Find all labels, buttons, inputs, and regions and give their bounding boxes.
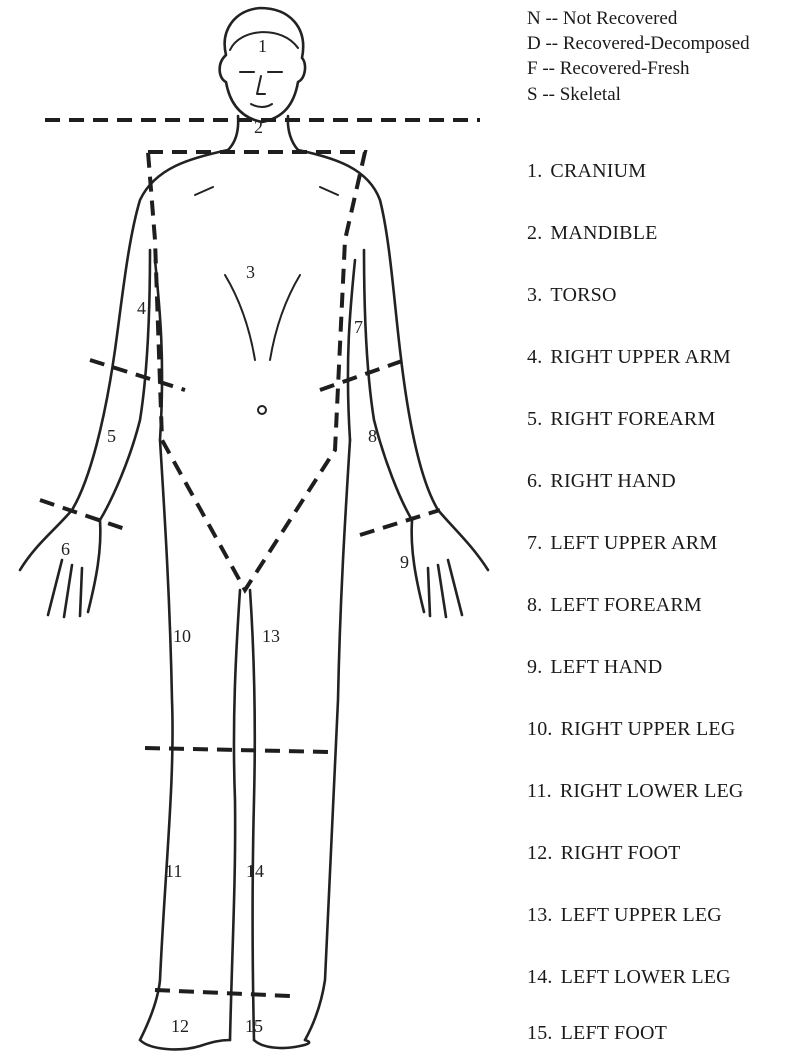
part-number: 4.: [527, 346, 542, 368]
part-list-item: 15. LEFT FOOT: [527, 1022, 667, 1045]
part-number: 7.: [527, 532, 542, 554]
part-label: TORSO: [550, 284, 616, 306]
part-list-item: 5. RIGHT FOREARM: [527, 408, 715, 431]
region-number-12: 12: [171, 1016, 189, 1036]
part-list-item: 6. RIGHT HAND: [527, 470, 676, 493]
inner-legs: [230, 590, 255, 1040]
part-number: 1.: [527, 160, 542, 182]
left-hand: [412, 510, 488, 617]
ankle-cut: [155, 990, 290, 996]
part-label: LEFT FOOT: [561, 1022, 667, 1044]
part-number: 15.: [527, 1022, 553, 1044]
region-number-14: 14: [246, 861, 264, 881]
part-number: 14.: [527, 966, 553, 988]
region-number-15: 15: [245, 1016, 263, 1036]
region-number-4: 4: [137, 298, 146, 318]
part-list-item: 2. MANDIBLE: [527, 222, 658, 245]
legend-item-skeletal: S -- Skeletal: [527, 84, 621, 106]
part-label: LEFT HAND: [550, 656, 662, 678]
part-list-item: 4. RIGHT UPPER ARM: [527, 346, 731, 369]
part-label: RIGHT UPPER LEG: [561, 718, 736, 740]
part-number: 12.: [527, 842, 553, 864]
part-label: RIGHT UPPER ARM: [550, 346, 730, 368]
part-label: RIGHT FOOT: [561, 842, 681, 864]
part-number: 10.: [527, 718, 553, 740]
part-label: LEFT UPPER LEG: [561, 904, 722, 926]
left-elbow-cut: [320, 360, 405, 390]
neck-right: [228, 116, 238, 150]
legend-item-recovered-fresh: F -- Recovered-Fresh: [527, 58, 690, 80]
right-wrist-cut: [40, 500, 128, 530]
left-leg-outer: [305, 440, 350, 1040]
part-list-item: 10. RIGHT UPPER LEG: [527, 718, 735, 741]
region-number-2: 2: [254, 117, 263, 137]
region-number-11: 11: [165, 861, 182, 881]
region-number-9: 9: [400, 552, 409, 572]
part-list-item: 12. RIGHT FOOT: [527, 842, 681, 865]
legend-item-not-recovered: N -- Not Recovered: [527, 8, 677, 30]
right-hand: [20, 510, 100, 617]
part-list-item: 7. LEFT UPPER ARM: [527, 532, 717, 555]
navel: [258, 406, 266, 414]
right-foot: [140, 1040, 230, 1049]
part-label: RIGHT HAND: [550, 470, 676, 492]
left-foot: [254, 1040, 309, 1048]
part-list-item: 14. LEFT LOWER LEG: [527, 966, 731, 989]
part-number: 5.: [527, 408, 542, 430]
right-arm-inner: [100, 250, 150, 520]
chest-detail: [195, 187, 338, 360]
part-label: RIGHT FOREARM: [550, 408, 715, 430]
torso-left-side: [348, 260, 355, 440]
part-number: 2.: [527, 222, 542, 244]
right-shoulder-arm-outer: [72, 150, 228, 510]
part-number: 6.: [527, 470, 542, 492]
region-number-7: 7: [354, 317, 363, 337]
right-leg-outer: [140, 440, 173, 1040]
nose: [257, 76, 265, 94]
region-number-6: 6: [61, 539, 70, 559]
part-label: MANDIBLE: [550, 222, 657, 244]
part-list-item: 11. RIGHT LOWER LEG: [527, 780, 744, 803]
left-shoulder-arm-outer: [298, 150, 438, 510]
part-number: 9.: [527, 656, 542, 678]
legend-item-recovered-decomposed: D -- Recovered-Decomposed: [527, 33, 750, 55]
part-label: LEFT UPPER ARM: [550, 532, 717, 554]
region-number-13: 13: [262, 626, 280, 646]
region-number-3: 3: [246, 262, 255, 282]
part-number: 3.: [527, 284, 542, 306]
part-list-item: 13. LEFT UPPER LEG: [527, 904, 722, 927]
mouth: [251, 104, 272, 107]
part-label: LEFT FOREARM: [550, 594, 702, 616]
part-label: LEFT LOWER LEG: [561, 966, 731, 988]
torso-outline-cut: [148, 152, 365, 590]
left-wrist-cut: [360, 510, 440, 535]
part-list-item: 3. TORSO: [527, 284, 617, 307]
head-outline: [220, 8, 305, 122]
region-number-10: 10: [173, 626, 191, 646]
right-elbow-cut: [90, 360, 185, 390]
part-label: RIGHT LOWER LEG: [560, 780, 744, 802]
part-number: 11.: [527, 780, 552, 802]
part-list-item: 9. LEFT HAND: [527, 656, 662, 679]
region-number-8: 8: [368, 426, 377, 446]
region-number-5: 5: [107, 426, 116, 446]
part-list-item: 8. LEFT FOREARM: [527, 594, 702, 617]
region-number-1: 1: [258, 36, 267, 56]
part-list-item: 1. CRANIUM: [527, 160, 646, 183]
part-label: CRANIUM: [550, 160, 646, 182]
part-number: 8.: [527, 594, 542, 616]
part-number: 13.: [527, 904, 553, 926]
